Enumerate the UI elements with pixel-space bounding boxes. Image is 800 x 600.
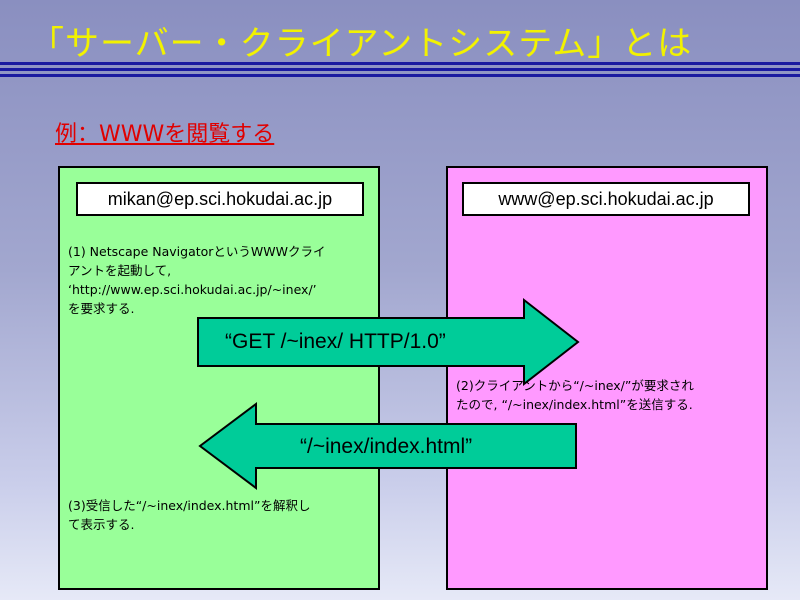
response-arrow-label: “/~inex/index.html” <box>300 435 473 458</box>
client-step3-note: (3)受信した“/~inex/index.html”を解釈し て表示する. <box>68 496 310 534</box>
note-line: (3)受信した“/~inex/index.html”を解釈し <box>68 498 311 513</box>
note-line: て表示する. <box>68 517 135 532</box>
note-line: アントを起動して, <box>68 263 172 278</box>
slide-subtitle: 例：WWWを閲覧する <box>55 122 275 147</box>
request-arrow-label: “GET /~inex/ HTTP/1.0” <box>225 330 446 353</box>
slide-title: 「サーバー・クライアントシステム」とは <box>30 24 693 64</box>
note-line: (2)クライアントから“/~inex/”が要求され <box>456 378 694 393</box>
note-line: (1) Netscape NavigatorというWWWクライ <box>68 244 326 259</box>
server-host-label: www@ep.sci.hokudai.ac.jp <box>462 182 750 216</box>
response-arrow <box>198 402 577 490</box>
client-panel: mikan@ep.sci.hokudai.ac.jp (1) Netscape … <box>58 166 380 590</box>
server-panel: www@ep.sci.hokudai.ac.jp (2)クライアントから“/~i… <box>446 166 768 590</box>
note-line: たので, “/~inex/index.html”を送信する. <box>456 397 693 412</box>
note-line: を要求する. <box>68 301 135 316</box>
server-step2-note: (2)クライアントから“/~inex/”が要求され たので, “/~inex/i… <box>456 376 694 414</box>
request-arrow <box>197 297 580 387</box>
note-line: ‘http://www.ep.sci.hokudai.ac.jp/~inex/’ <box>68 282 317 297</box>
client-host-label: mikan@ep.sci.hokudai.ac.jp <box>76 182 364 216</box>
title-divider-line <box>0 62 800 65</box>
title-divider-line <box>0 74 800 77</box>
title-divider-line <box>0 68 800 71</box>
client-step1-note: (1) Netscape NavigatorというWWWクライ アントを起動して… <box>68 242 326 318</box>
